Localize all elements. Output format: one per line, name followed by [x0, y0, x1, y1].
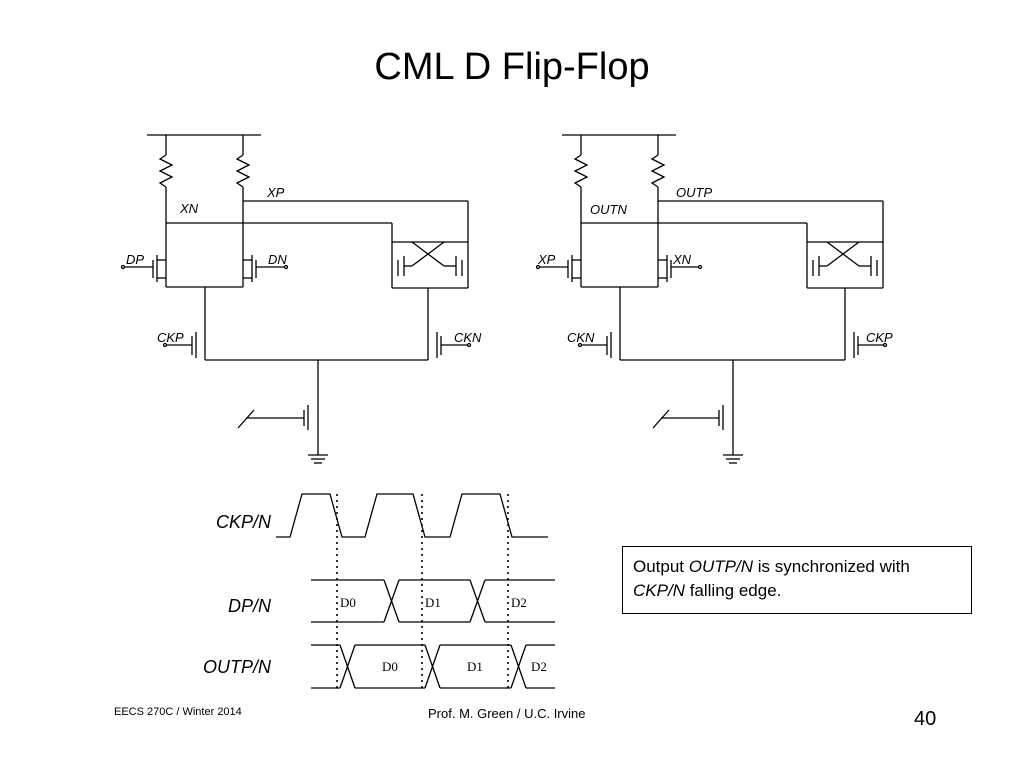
label-data-signal: DP/N [228, 596, 272, 616]
slide-title: CML D Flip-Flop [374, 46, 650, 88]
note-text-1: Output [633, 557, 689, 576]
clock-waveform [276, 493, 548, 538]
label-output-signal: OUTP/N [203, 657, 272, 677]
annotation-box: Output OUTP/N is synchronized with CKP/N… [622, 546, 972, 614]
label-xp: XP [266, 185, 285, 200]
label-xn-in: XN [672, 252, 692, 267]
footer-author: Prof. M. Green / U.C. Irvine [428, 706, 586, 721]
label-dn: DN [268, 252, 287, 267]
label-ckn-left: CKN [454, 330, 482, 345]
label-ckp-right: CKP [866, 330, 893, 345]
left-latch [120, 134, 472, 464]
label-clock-signal: CKP/N [216, 512, 272, 532]
output-d1: D1 [467, 659, 483, 674]
note-outp: OUTP/N [688, 557, 753, 576]
timing-diagram [276, 493, 555, 690]
label-ckn-right: CKN [567, 330, 595, 345]
page-number: 40 [914, 708, 937, 730]
data-d2: D2 [511, 595, 527, 610]
label-ckp-left: CKP [157, 330, 184, 345]
footer-course: EECS 270C / Winter 2014 [114, 706, 242, 718]
label-dp: DP [126, 252, 144, 267]
label-outn: OUTN [590, 202, 627, 217]
label-xp-in: XP [537, 252, 556, 267]
note-text-3: is synchronized with [753, 557, 910, 576]
right-latch [535, 134, 888, 464]
output-d0: D0 [382, 659, 398, 674]
data-d1: D1 [425, 595, 441, 610]
output-waveform [311, 644, 555, 689]
label-outp: OUTP [676, 185, 712, 200]
note-text-5: falling edge. [684, 581, 782, 600]
note-ckp: CKP/N [633, 581, 685, 600]
data-d0: D0 [340, 595, 356, 610]
output-d2: D2 [531, 659, 547, 674]
data-waveform [311, 579, 555, 623]
label-xn: XN [179, 201, 199, 216]
